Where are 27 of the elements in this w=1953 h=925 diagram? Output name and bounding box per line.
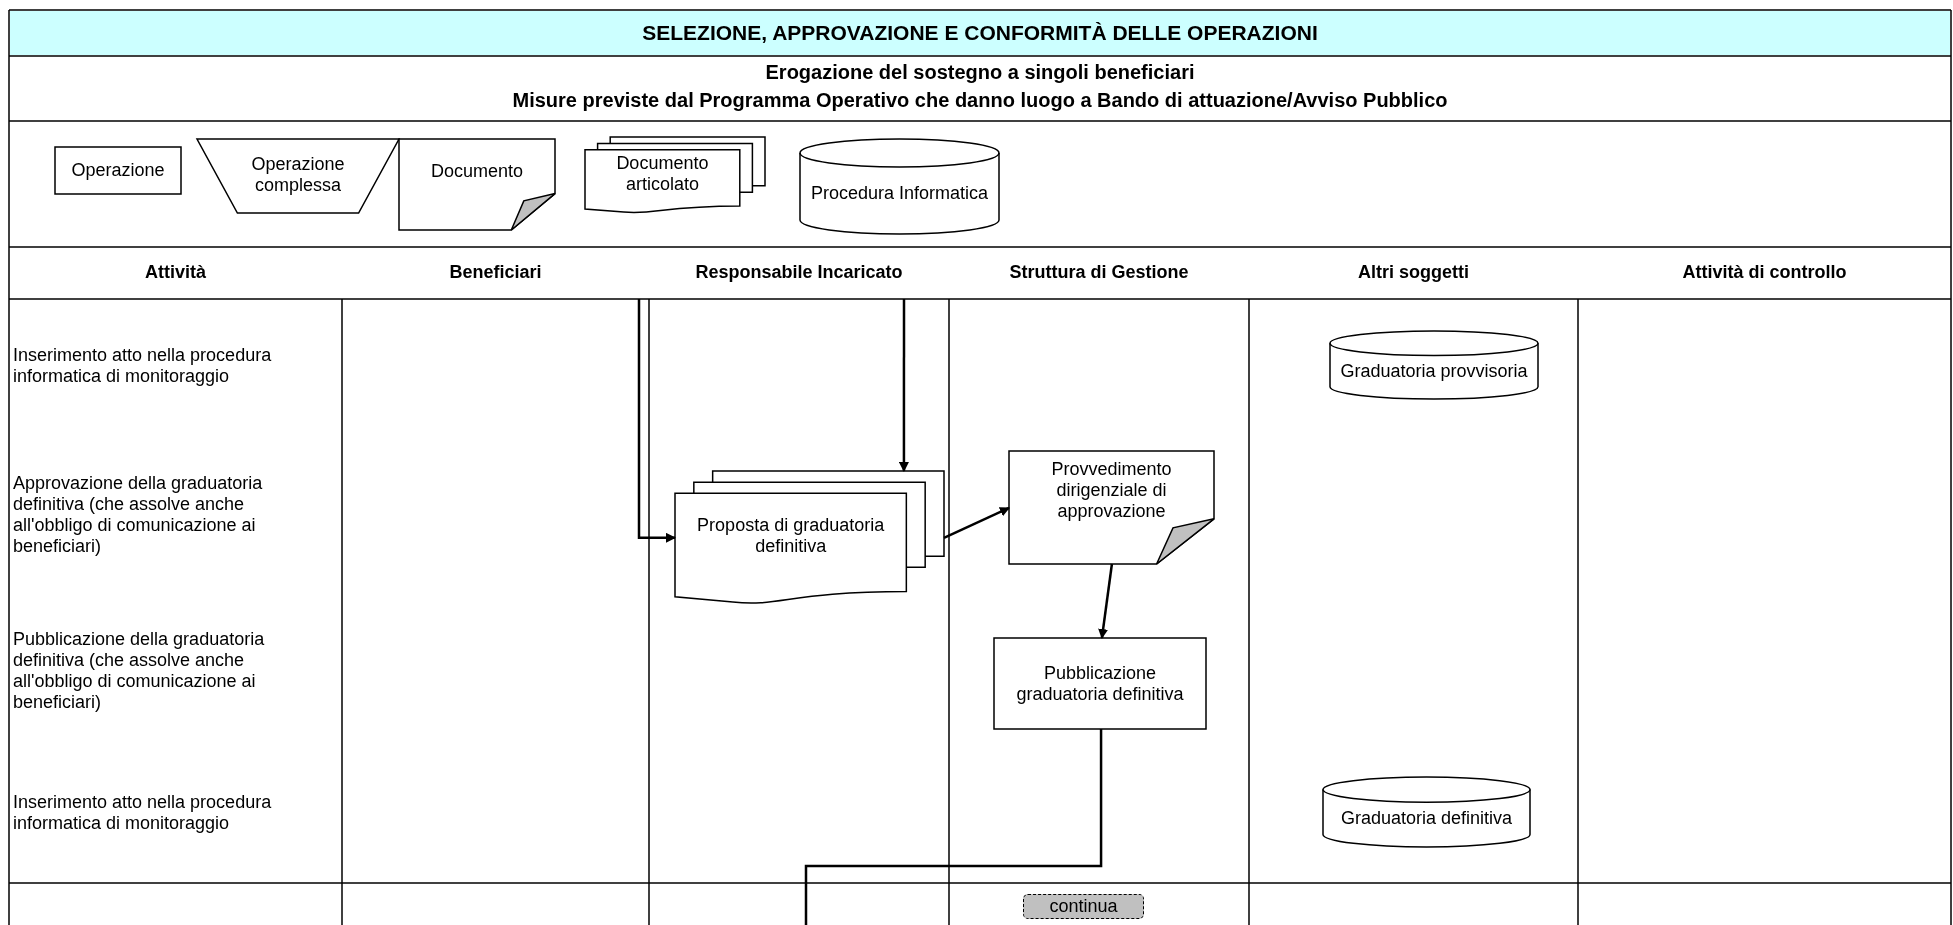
continuation-tag: continua <box>1023 894 1144 919</box>
arrow <box>1098 563 1114 639</box>
database-cylinder: Graduatoria definitiva <box>1323 777 1530 847</box>
subtitle-text: Erogazione del sostegno a singoli beneficiari <box>765 60 1195 84</box>
database-cylinder: Procedura Informatica <box>800 139 999 234</box>
database-cylinder: Graduatoria provvisoria <box>1330 331 1538 399</box>
complex-process-shape: Operazione complessa <box>197 139 399 213</box>
column-header: Beneficiari <box>449 262 542 283</box>
process-box: Operazione <box>55 147 181 194</box>
column-header: Altri soggetti <box>1358 262 1469 283</box>
arrow <box>898 299 909 472</box>
subtitle-text: Misure previste dal Programma Operativo che danno luogo a Bando di attuazione/Avviso Pubblico <box>512 88 1448 112</box>
column-header: Attività <box>145 262 206 283</box>
arrow <box>637 299 676 543</box>
column-header: Struttura di Gestione <box>1009 262 1189 283</box>
column-header: Responsabile Incaricato <box>695 262 903 283</box>
document-shape: Documento <box>399 139 555 230</box>
title-banner: SELEZIONE, APPROVAZIONE E CONFORMITÀ DELLE OPERAZIONI <box>10 11 1950 55</box>
row-description: Pubblicazione della graduatoria definitiva (che assolve anche all'obbligo di comunicazione ai beneficiari) <box>13 629 266 713</box>
column-header: Attività di controllo <box>1682 262 1847 283</box>
row-description: Inserimento atto nella procedura informatica di monitoraggio <box>13 345 273 387</box>
row-description: Approvazione della graduatoria definitiva (che assolve anche all'obbligo di comunicazione ai beneficiari) <box>13 473 264 557</box>
document-shape: Provvedimento dirigenziale di approvazione <box>1009 451 1214 564</box>
connector-line <box>804 729 1103 925</box>
arrow <box>943 506 1010 539</box>
process-box: Pubblicazione graduatoria definitiva <box>994 638 1206 729</box>
row-description: Inserimento atto nella procedura informatica di monitoraggio <box>13 792 273 834</box>
